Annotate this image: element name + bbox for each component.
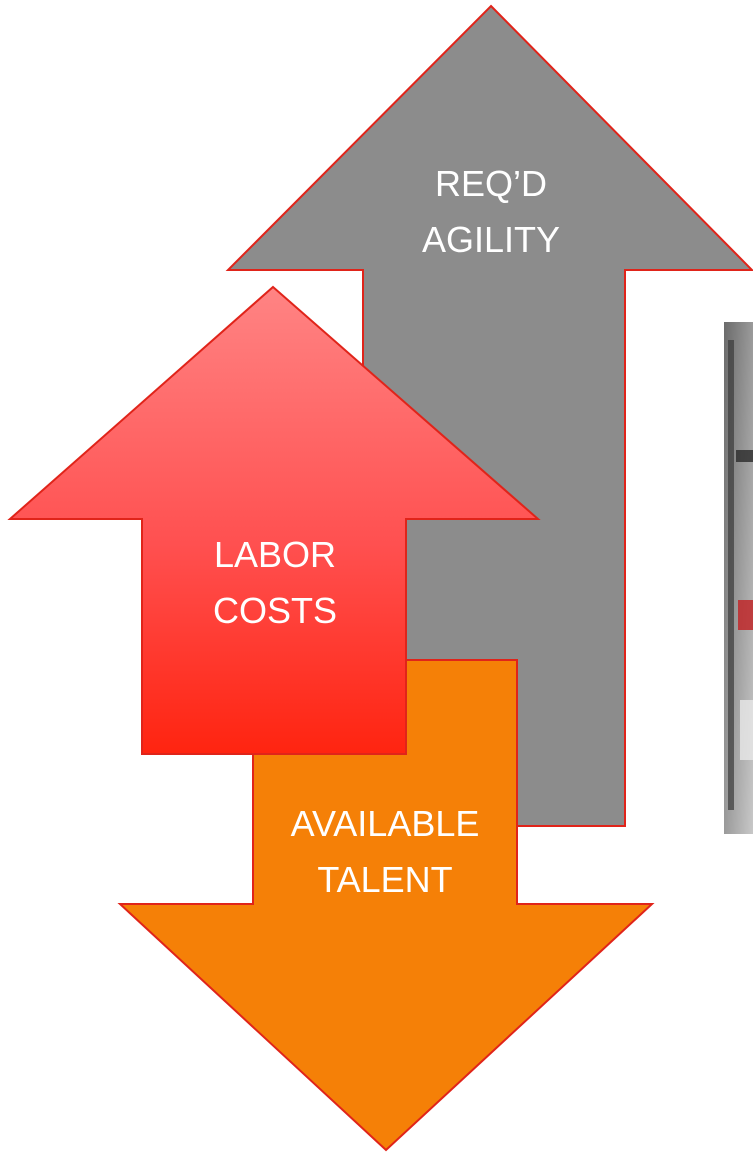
labor-label-line2: COSTS — [213, 590, 337, 631]
agility-label-line2: AGILITY — [422, 219, 560, 260]
labor-label-line1: LABOR — [214, 534, 336, 575]
labor-arrow — [7, 285, 541, 755]
talent-label-line1: AVAILABLE — [291, 803, 480, 844]
talent-arrow — [117, 659, 655, 1152]
factory-photo-icon — [724, 322, 753, 834]
talent-label-line2: TALENT — [317, 859, 452, 900]
agility-label-line1: REQ’D — [435, 163, 547, 204]
